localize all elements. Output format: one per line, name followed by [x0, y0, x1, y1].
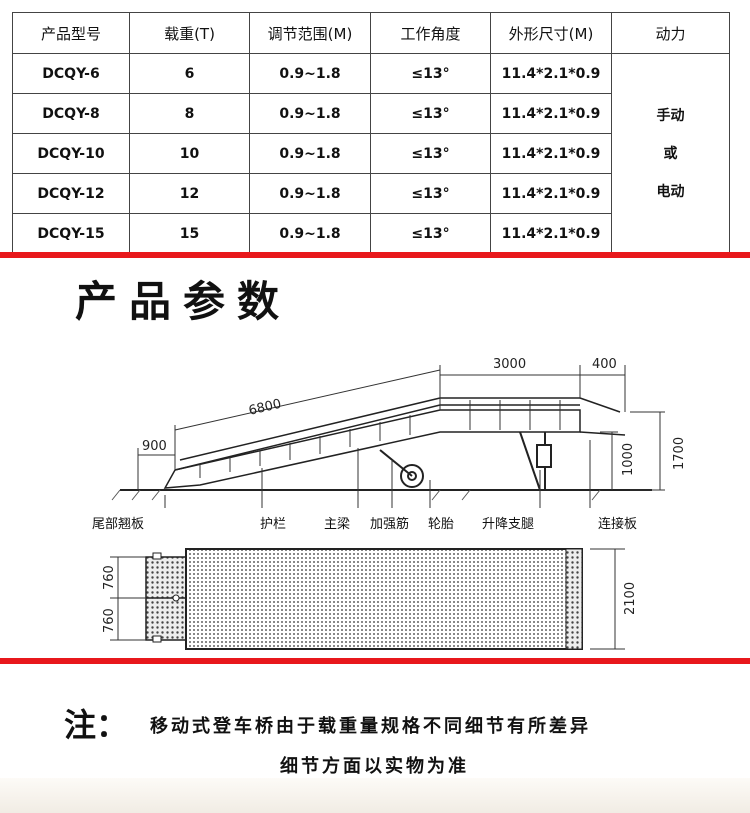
red-divider-bottom	[0, 658, 750, 664]
cell-load: 12	[129, 173, 250, 214]
header-power: 动力	[611, 12, 730, 54]
power-option: 或	[663, 145, 678, 162]
dim-connector-length: 400	[592, 357, 617, 372]
note-text-line2: 细节方面以实物为准	[280, 756, 469, 777]
cell-angle: ≤13°	[370, 93, 491, 134]
cell-range: 0.9~1.8	[249, 93, 371, 134]
part-label-connector-plate: 连接板	[598, 516, 637, 532]
dim-tail-length: 900	[142, 439, 167, 454]
dim-total-width: 2100	[623, 582, 638, 615]
header-load: 载重(T)	[129, 12, 250, 54]
part-label-main-beam: 主梁	[324, 517, 350, 532]
cell-angle: ≤13°	[370, 213, 491, 254]
cell-model: DCQY-6	[12, 53, 130, 94]
cell-size: 11.4*2.1*0.9	[490, 133, 612, 174]
cell-size: 11.4*2.1*0.9	[490, 173, 612, 214]
power-option: 电动	[656, 183, 685, 200]
header-angle: 工作角度	[370, 12, 491, 54]
table-header-row: 产品型号 载重(T) 调节范围(M) 工作角度 外形尺寸(M) 动力	[12, 12, 730, 54]
note-label: 注：	[64, 706, 129, 744]
cell-model: DCQY-12	[12, 173, 130, 214]
cell-load: 6	[129, 53, 250, 94]
dim-track-width-top: 760	[102, 565, 117, 590]
part-label-guardrail: 护栏	[260, 517, 286, 532]
red-divider-top	[0, 252, 750, 258]
section-title: 产品参数	[75, 277, 292, 326]
part-label-lift-leg: 升降支腿	[482, 517, 534, 532]
part-label-tail-flap: 尾部翘板	[92, 517, 144, 532]
cell-load: 8	[129, 93, 250, 134]
dim-total-height: 1700	[672, 437, 687, 470]
cell-angle: ≤13°	[370, 133, 491, 174]
note-text-line1: 移动式登车桥由于载重量规格不同细节有所差异	[150, 716, 591, 737]
dim-platform-height: 1000	[621, 443, 636, 476]
cell-range: 0.9~1.8	[249, 133, 371, 174]
dim-track-width-bottom: 760	[102, 608, 117, 633]
ramp-plan-view	[145, 548, 583, 650]
bottom-background	[0, 778, 750, 813]
dim-platform-length: 3000	[493, 357, 526, 372]
dim-ramp-length: 6800	[247, 397, 283, 419]
header-model: 产品型号	[12, 12, 130, 54]
ramp-side-view	[163, 397, 626, 489]
cell-range: 0.9~1.8	[249, 173, 371, 214]
power-option: 手动	[656, 107, 685, 124]
part-label-tire: 轮胎	[428, 517, 454, 532]
cell-power: 手动或电动	[611, 53, 730, 254]
part-label-stiffener: 加强筋	[370, 516, 409, 532]
spec-table: 产品型号 载重(T) 调节范围(M) 工作角度 外形尺寸(M) 动力 DCQY-…	[12, 12, 730, 254]
cell-size: 11.4*2.1*0.9	[490, 93, 612, 134]
